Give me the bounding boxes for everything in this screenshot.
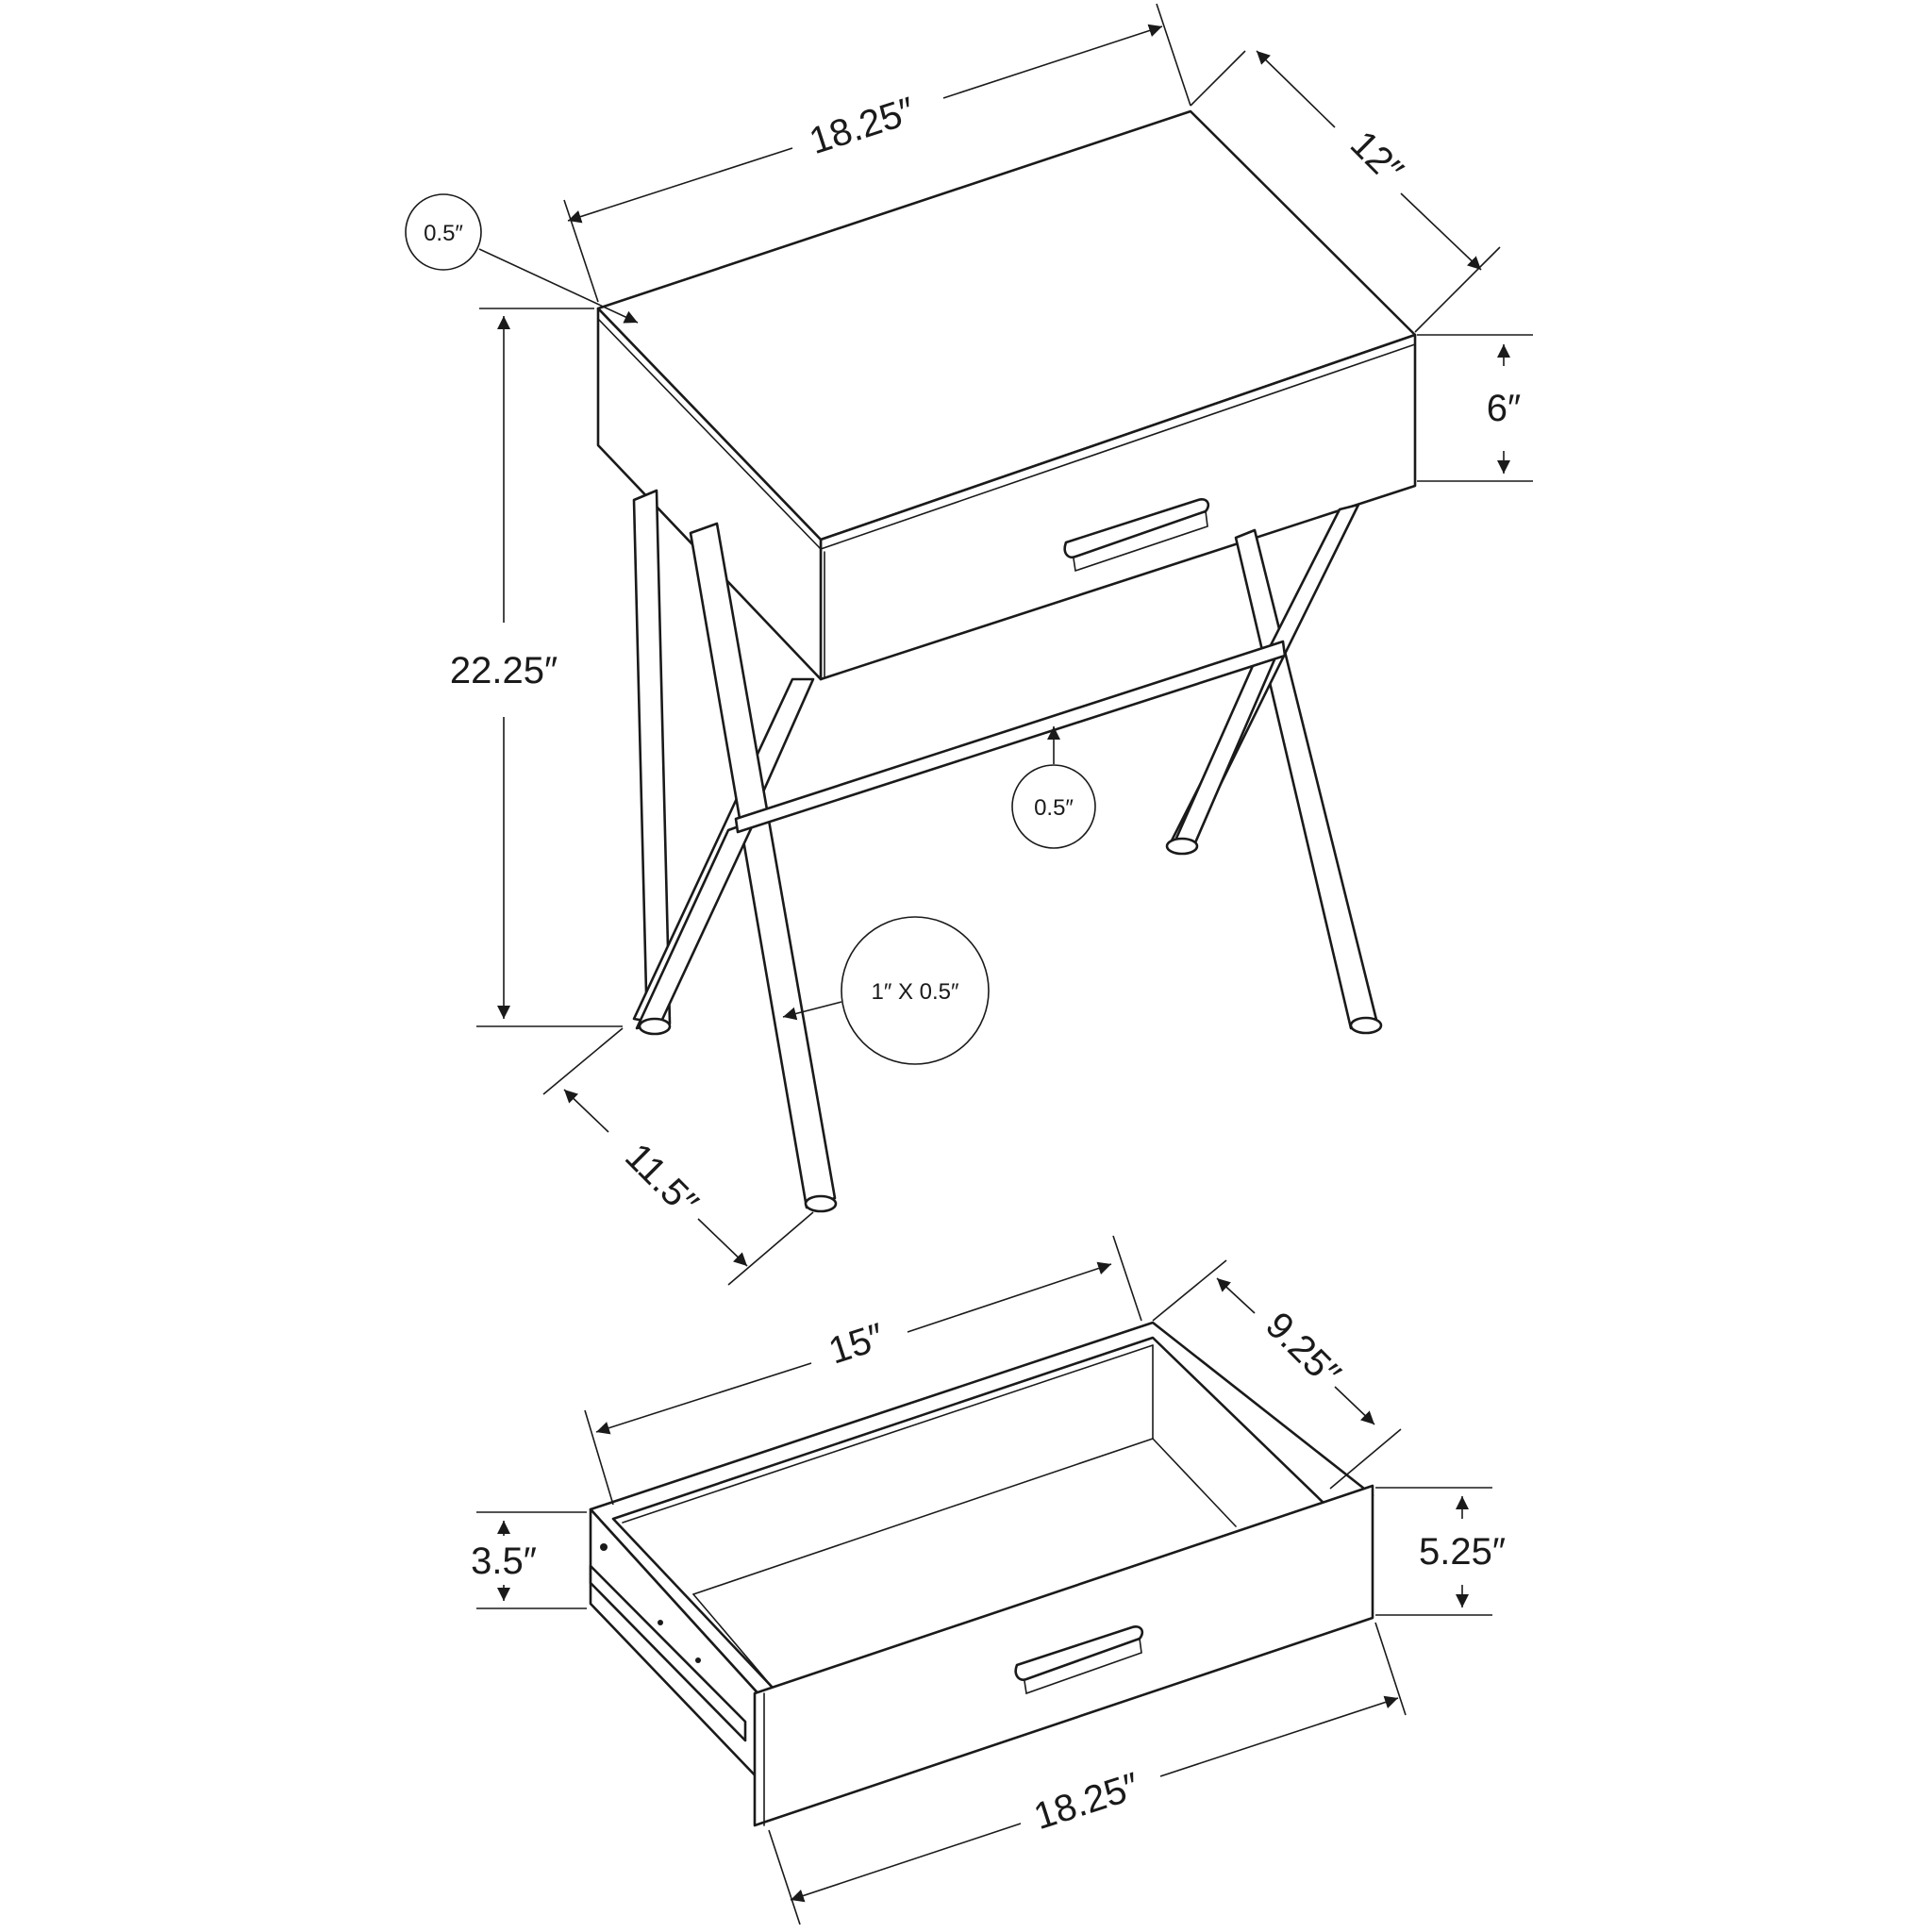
label-drawer-height: 6″	[1487, 388, 1521, 429]
dim-line-drawer-depth-b	[1334, 1386, 1375, 1425]
drawer-box-side	[596, 307, 823, 681]
dim-line-top-width-a	[567, 147, 793, 224]
label-overall-height: 22.25″	[450, 650, 558, 691]
label-drawer-front-width: 18.25″	[1029, 1765, 1144, 1838]
callout-circle-top-thickness	[405, 193, 482, 271]
dim-line-front-width-b	[790, 1823, 1022, 1903]
top-edge-side	[597, 318, 822, 550]
label-drawer-side-height: 3.5″	[471, 1541, 537, 1582]
label-top-thickness: 0.5″	[424, 221, 463, 246]
stretcher-bar	[734, 640, 1287, 834]
callout-arrow-top-thickness	[478, 248, 639, 324]
dim-line-drawer-width-a	[595, 1362, 812, 1435]
drawer-slide-rail	[589, 1564, 747, 1742]
callout-circle-stretcher	[1011, 764, 1096, 849]
dim-line-base-depth-b	[697, 1218, 748, 1267]
dim-line-drawer-depth-a	[1216, 1277, 1256, 1314]
label-drawer-front-height: 5.25″	[1419, 1531, 1506, 1573]
foot-2	[804, 1194, 838, 1213]
label-leg-section: 1″ X 0.5″	[871, 979, 959, 1005]
dim-line-base-depth-a	[563, 1089, 609, 1133]
callout-circle-leg	[841, 916, 990, 1065]
top-edge-front	[820, 343, 1416, 550]
label-stretcher-thickness: 0.5″	[1034, 795, 1074, 821]
leg-front-left-a	[632, 489, 672, 1032]
label-drawer-interior-depth: 9.25″	[1257, 1305, 1348, 1395]
side-table-drawing	[596, 109, 1417, 1213]
foot-4	[1165, 837, 1199, 856]
foot-3	[1349, 1016, 1383, 1035]
dim-line-top-width-b	[942, 24, 1163, 99]
label-base-depth: 11.5″	[617, 1136, 706, 1224]
dim-line-front-width-a	[1159, 1695, 1399, 1777]
dim-line-depth-b	[1400, 192, 1482, 271]
leg-front-main	[689, 522, 837, 1209]
foot-1	[638, 1017, 672, 1036]
dim-line-depth-a	[1256, 50, 1336, 128]
label-top-width: 18.25″	[805, 90, 920, 162]
dim-line-drawer-width-b	[907, 1261, 1112, 1333]
label-top-depth: 12″	[1342, 124, 1411, 192]
drawer-drawing	[589, 1321, 1374, 1827]
label-drawer-interior-width: 15″	[824, 1316, 889, 1373]
callout-arrow-leg	[782, 1001, 842, 1021]
